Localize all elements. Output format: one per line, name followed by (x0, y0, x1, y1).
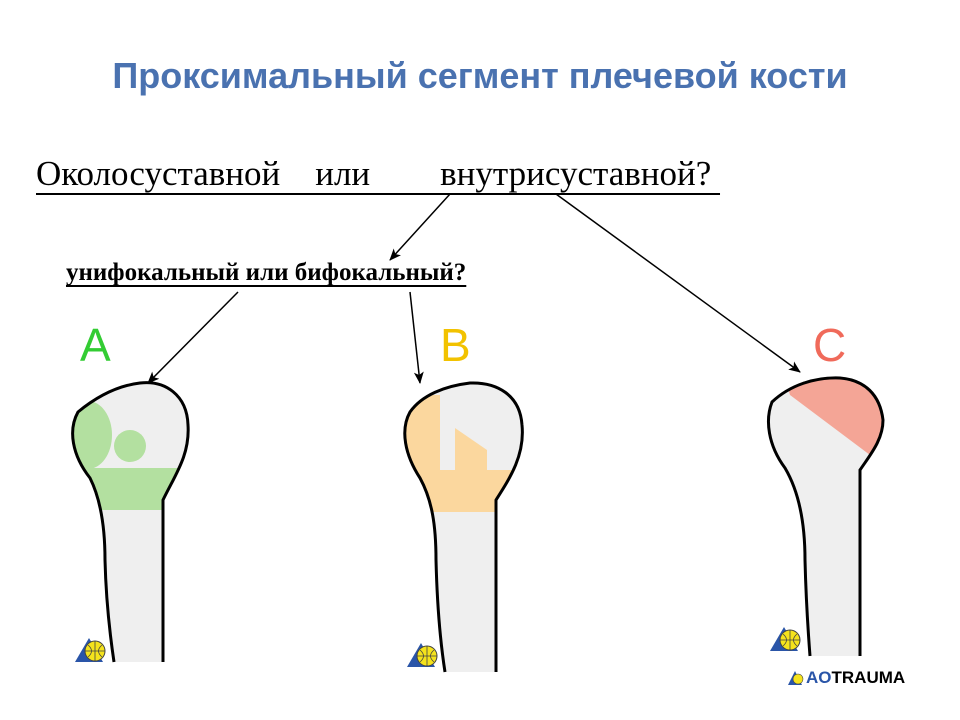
fracture-a-fragment (114, 430, 146, 462)
bone-c (766, 376, 885, 657)
question-secondary: унифокальный или бифокальный? (66, 259, 467, 286)
label-a: A (80, 319, 111, 371)
aotrauma-brand: AOTRAUMA (806, 668, 905, 688)
bone-c-shape (768, 377, 883, 656)
fracture-b-region (404, 395, 523, 512)
arrow-to-c (555, 193, 801, 373)
aotrauma-logo-icon (788, 671, 804, 685)
page-title: Проксимальный сегмент плечевой кости (112, 55, 848, 96)
bone-c-outline (766, 376, 885, 657)
ao-logo-icon-b (407, 643, 438, 667)
question-primary: Околосуставной или внутрисуставной? (36, 154, 721, 193)
brand-prefix: AO (806, 668, 832, 687)
label-b: B (440, 319, 471, 371)
bone-a-outline (71, 381, 190, 663)
arrow-to-secondary (389, 193, 451, 261)
arrow-to-a (147, 291, 239, 384)
bone-b-outline (403, 381, 524, 673)
fracture-a-neck (72, 468, 189, 510)
bone-b (403, 381, 524, 673)
arrow-to-b (409, 291, 424, 384)
ao-logo-icon-a (75, 638, 106, 662)
bone-a (71, 381, 190, 663)
brand-suffix: TRAUMA (831, 668, 906, 687)
label-c: C (813, 319, 847, 371)
ao-logo-icon-c (770, 627, 801, 651)
